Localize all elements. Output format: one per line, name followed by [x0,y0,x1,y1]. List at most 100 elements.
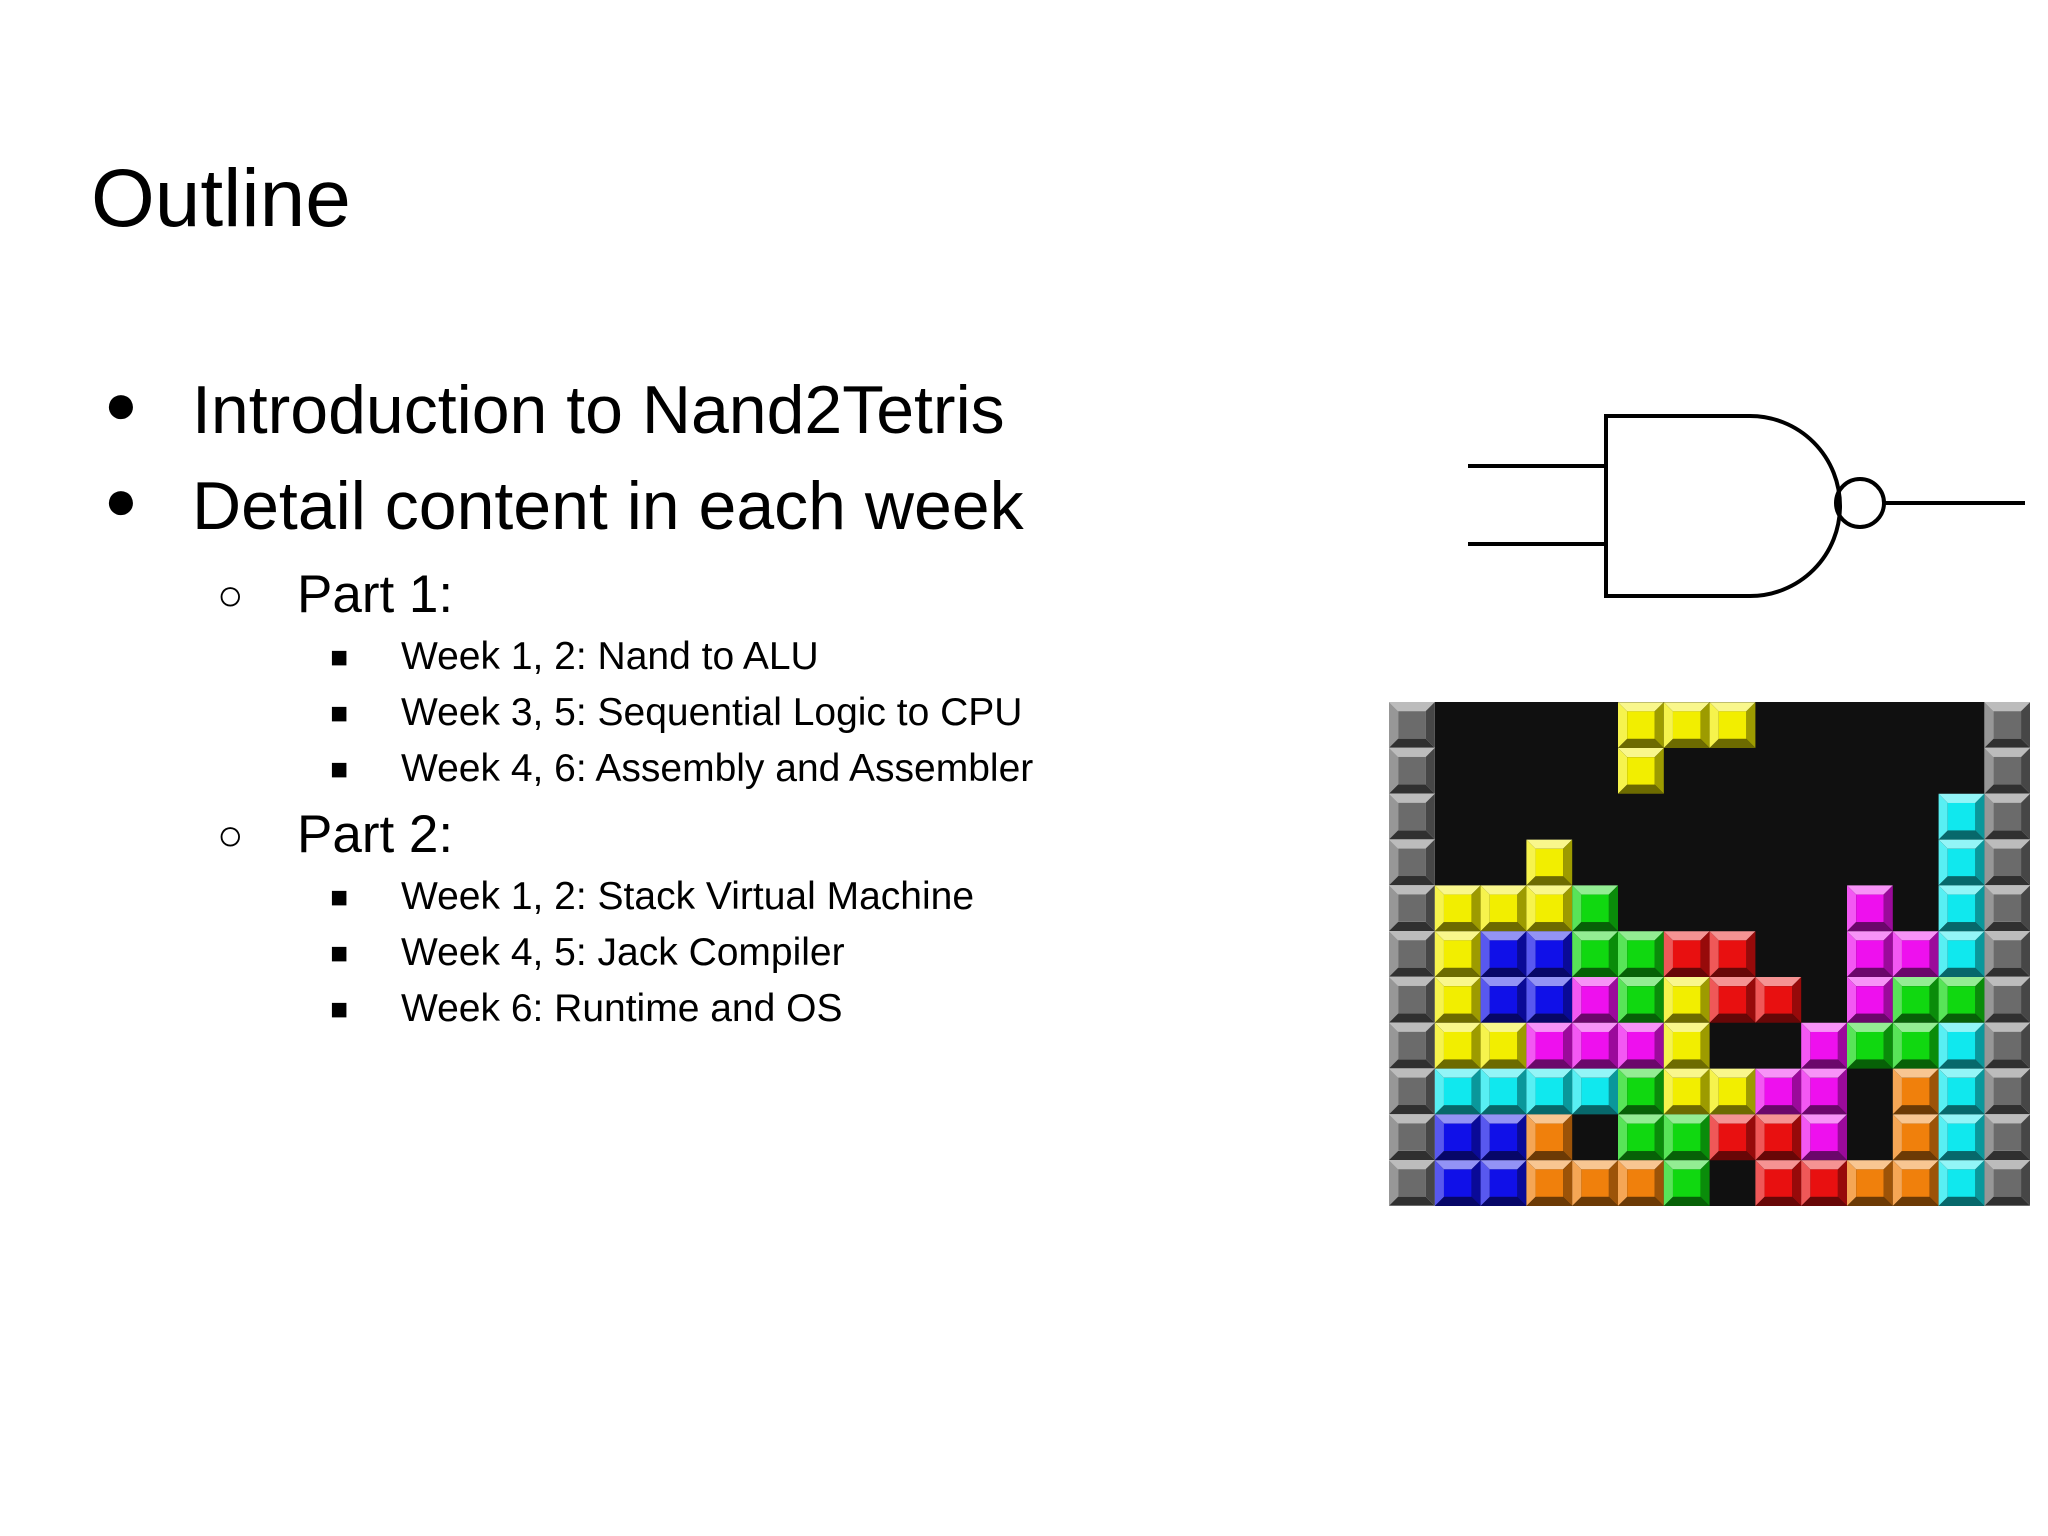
tetris-wall-block [1984,976,2030,1023]
tetris-wall-block [1984,1114,2030,1160]
tetris-block [1709,931,1756,977]
tetris-wall-block [1984,885,2030,931]
sub-bullet-text: Part 1: [297,565,454,624]
tetris-block [1572,1068,1618,1115]
square-bullet-marker: ■ [330,641,349,674]
tetris-block [1618,1160,1664,1206]
tetris-wall-block [1389,931,1435,977]
sub-bullet-marker: ○ [217,571,244,620]
tetris-block [1480,1068,1527,1115]
tetris-wall-block [1984,747,2030,794]
tetris-block [1526,1068,1573,1115]
tetris-block [1618,702,1664,748]
tetris-block [1801,1160,1847,1206]
sub-bullet-marker: ○ [217,811,244,860]
tetris-block [1618,1022,1664,1069]
list-item-text: Week 4, 6: Assembly and Assembler [401,747,1034,790]
tetris-block [1434,885,1481,932]
slide-title: Outline [91,153,351,244]
tetris-wall-block [1389,976,1435,1023]
list-item-text: Week 1, 2: Stack Virtual Machine [401,875,975,918]
tetris-block [1526,1114,1573,1161]
tetris-block [1526,1160,1573,1206]
tetris-block [1938,839,1985,886]
tetris-block [1847,977,1893,1023]
tetris-block [1847,931,1893,977]
tetris-block [1938,1068,1985,1115]
tetris-block [1892,1160,1939,1206]
tetris-wall-block [1984,1160,2030,1206]
tetris-block [1526,931,1573,977]
tetris-block [1709,1114,1756,1161]
tetris-block [1618,977,1664,1023]
tetris-block [1434,1160,1481,1206]
tetris-wall-block [1984,839,2030,886]
tetris-block [1938,793,1985,840]
square-bullet-marker: ■ [330,881,349,914]
tetris-block [1572,1160,1618,1206]
tetris-block [1801,1114,1847,1161]
square-bullet-marker: ■ [330,993,349,1026]
tetris-block [1480,885,1527,932]
tetris-block [1892,931,1939,977]
tetris-block [1572,977,1618,1023]
tetris-wall-block [1389,1068,1435,1115]
tetris-block [1480,931,1527,977]
tetris-wall-block [1984,1068,2030,1115]
list-item-text: Week 6: Runtime and OS [401,987,843,1030]
tetris-wall-block [1389,839,1435,886]
tetris-block [1755,1114,1802,1161]
tetris-block [1892,1114,1939,1161]
tetris-block [1663,1160,1710,1206]
tetris-block [1709,702,1756,748]
tetris-board-image [1389,702,2030,1206]
tetris-block [1938,977,1985,1023]
tetris-block [1847,885,1893,932]
tetris-block [1434,1114,1481,1161]
tetris-block [1847,1022,1893,1069]
tetris-block [1434,1068,1481,1115]
tetris-block [1938,1114,1985,1161]
tetris-block [1526,977,1573,1023]
tetris-block [1755,977,1802,1023]
tetris-wall-block [1984,702,2030,748]
tetris-block [1938,1160,1985,1206]
tetris-block [1480,1160,1527,1206]
tetris-block [1663,702,1710,748]
tetris-block [1755,1160,1802,1206]
tetris-block [1801,1068,1847,1115]
square-bullet-marker: ■ [330,937,349,970]
tetris-block [1618,1114,1664,1161]
tetris-block [1892,977,1939,1023]
tetris-block [1663,1068,1710,1115]
tetris-block [1434,1022,1481,1069]
tetris-wall-block [1389,1160,1435,1206]
tetris-wall-block [1389,1022,1435,1069]
tetris-block [1618,931,1664,977]
tetris-wall-block [1389,1114,1435,1160]
tetris-block [1434,931,1481,977]
tetris-block [1847,1160,1893,1206]
tetris-block [1709,977,1756,1023]
tetris-block [1755,1068,1802,1115]
bullet-text: Introduction to Nand2Tetris [192,372,1005,448]
tetris-wall-block [1389,793,1435,840]
list-item-text: Week 4, 5: Jack Compiler [401,931,845,974]
tetris-block [1526,885,1573,932]
tetris-block [1709,1068,1756,1115]
square-bullet-marker: ■ [330,697,349,730]
tetris-block [1663,1022,1710,1069]
tetris-block [1618,1068,1664,1115]
tetris-wall-block [1984,1022,2030,1069]
tetris-block [1572,1022,1618,1069]
tetris-wall-block [1389,747,1435,794]
tetris-block [1938,885,1985,932]
square-bullet-marker: ■ [330,753,349,786]
bullet-text: Detail content in each week [192,468,1024,544]
tetris-block [1892,1068,1939,1115]
tetris-block [1938,931,1985,977]
list-item-text: Week 3, 5: Sequential Logic to CPU [401,691,1023,734]
tetris-wall-block [1984,793,2030,840]
tetris-block [1572,931,1618,977]
